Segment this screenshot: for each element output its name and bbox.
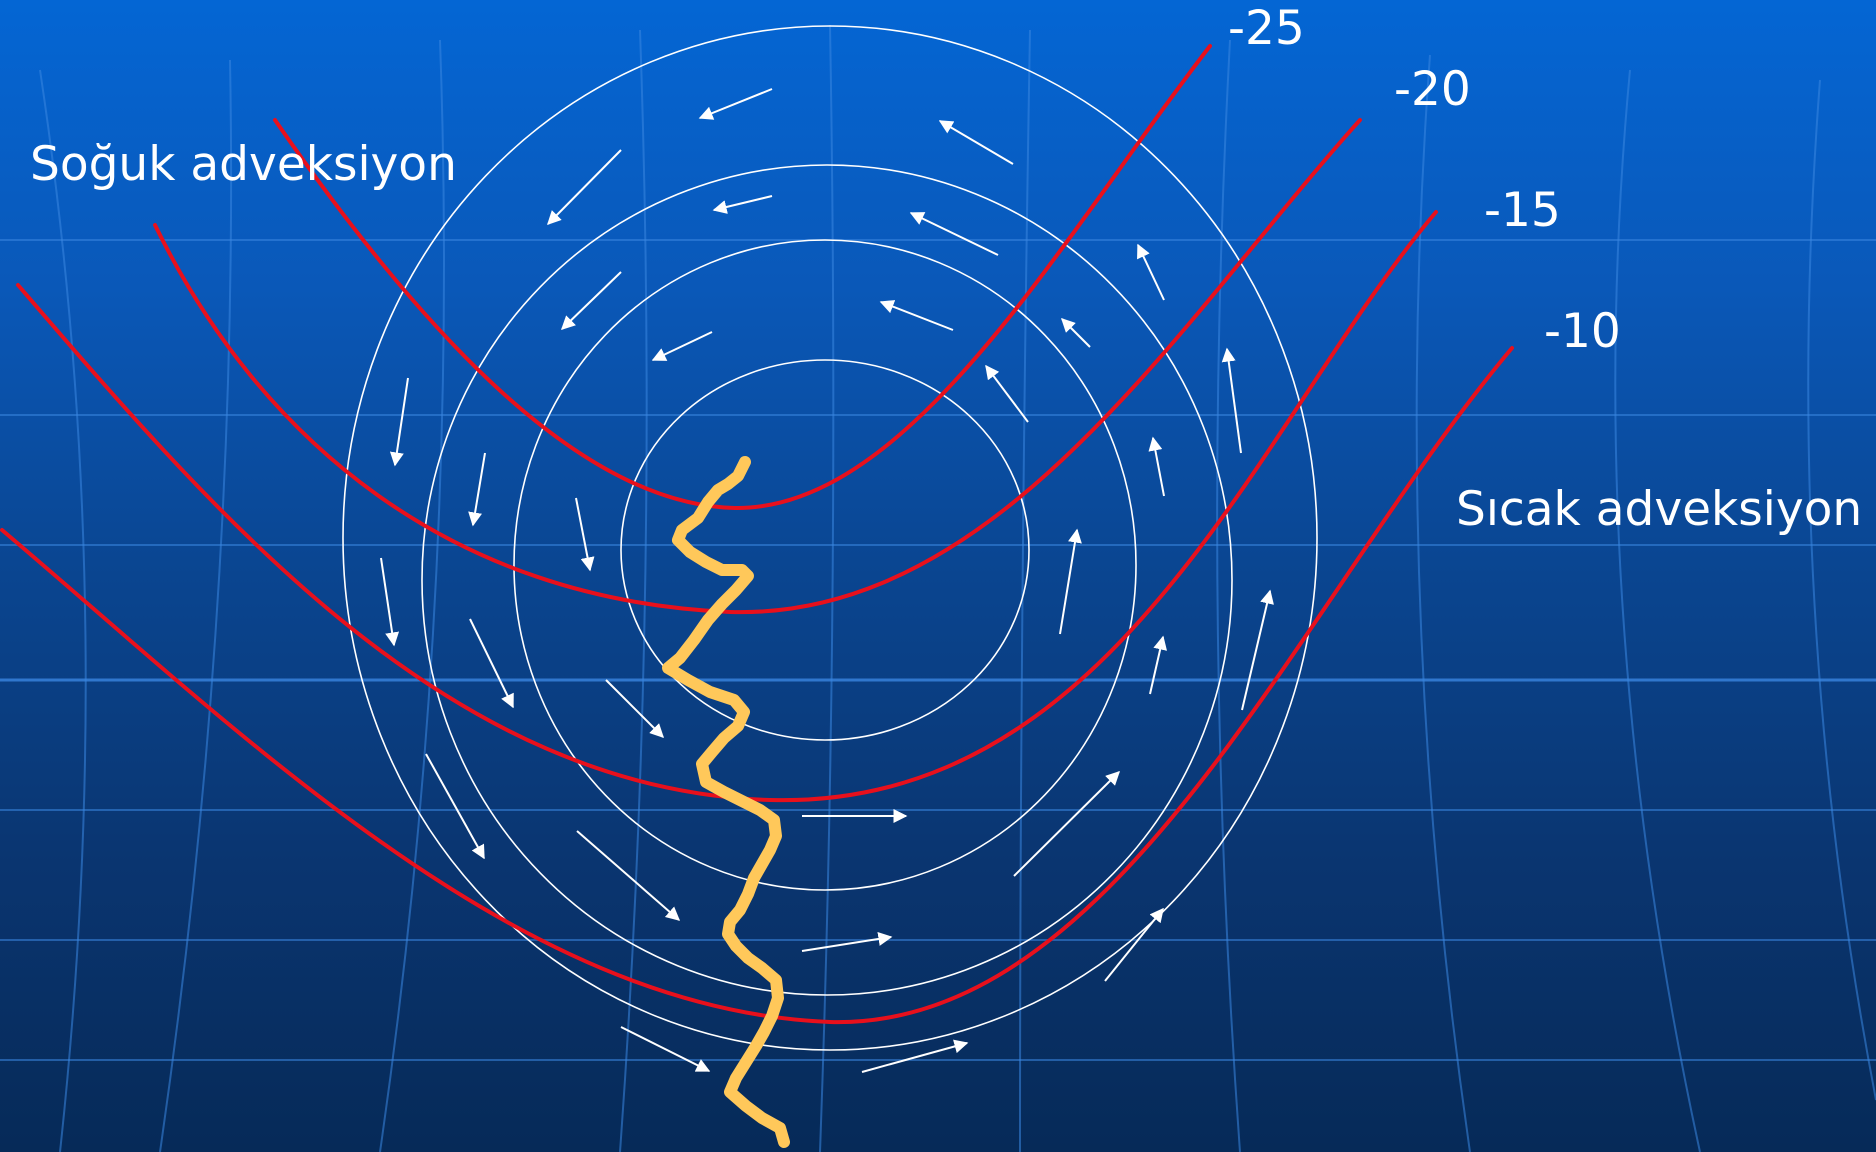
wind-arrow xyxy=(712,195,773,214)
wind-arrow xyxy=(575,497,595,572)
wind-arrow xyxy=(1137,243,1165,301)
map-grid xyxy=(0,24,1876,1152)
wind-arrow xyxy=(605,679,664,738)
wind-arrow xyxy=(560,271,622,330)
wind-arrow xyxy=(909,212,999,256)
warm-advection-label: Sıcak adveksiyon xyxy=(1456,482,1862,537)
wind-arrow xyxy=(698,88,773,120)
wind-arrow xyxy=(985,364,1029,423)
isotherms xyxy=(0,44,1514,1025)
isotherm-minus-15 xyxy=(16,210,1438,803)
wind-arrow xyxy=(879,300,954,331)
isotherm-minus-20 xyxy=(153,118,1362,615)
wind-arrow xyxy=(1148,436,1165,497)
wind-arrow xyxy=(1104,907,1164,982)
wind-arrow xyxy=(1061,318,1091,348)
isotherm-label-minus-10: -10 xyxy=(1544,304,1621,359)
isotherm-minus-25 xyxy=(273,44,1212,511)
wind-arrow xyxy=(547,149,622,225)
wind-arrow xyxy=(469,618,514,709)
wind-arrow xyxy=(389,377,409,467)
wind-arrow xyxy=(1241,589,1274,711)
wind-arrow xyxy=(938,120,1014,165)
isobar-2 xyxy=(421,164,1233,996)
wind-arrow xyxy=(380,557,400,647)
wind-arrow xyxy=(1013,771,1120,877)
wind-arrow xyxy=(468,452,486,527)
isobar-inner xyxy=(620,359,1030,741)
isotherm-label-minus-15: -15 xyxy=(1484,183,1561,238)
wind-arrow xyxy=(801,932,893,952)
wind-arrow xyxy=(620,1026,711,1072)
wind-arrow xyxy=(576,830,681,921)
wind-arrow xyxy=(1221,347,1242,454)
wind-arrow xyxy=(861,1039,969,1073)
wind-arrows xyxy=(380,88,1274,1073)
cold-advection-label: Soğuk adveksiyon xyxy=(30,137,457,192)
isobar-outer xyxy=(342,25,1318,1051)
front-line xyxy=(662,456,790,1148)
wind-arrow xyxy=(1149,635,1168,695)
wind-arrow xyxy=(425,753,485,860)
isobar-3 xyxy=(513,239,1137,891)
isotherm-label-minus-20: -20 xyxy=(1394,62,1471,117)
isotherm-minus-10 xyxy=(0,346,1514,1025)
isotherm-label-minus-25: -25 xyxy=(1228,1,1305,56)
wind-arrow xyxy=(651,331,713,361)
wind-arrow xyxy=(1059,528,1082,635)
isobars xyxy=(342,25,1318,1051)
